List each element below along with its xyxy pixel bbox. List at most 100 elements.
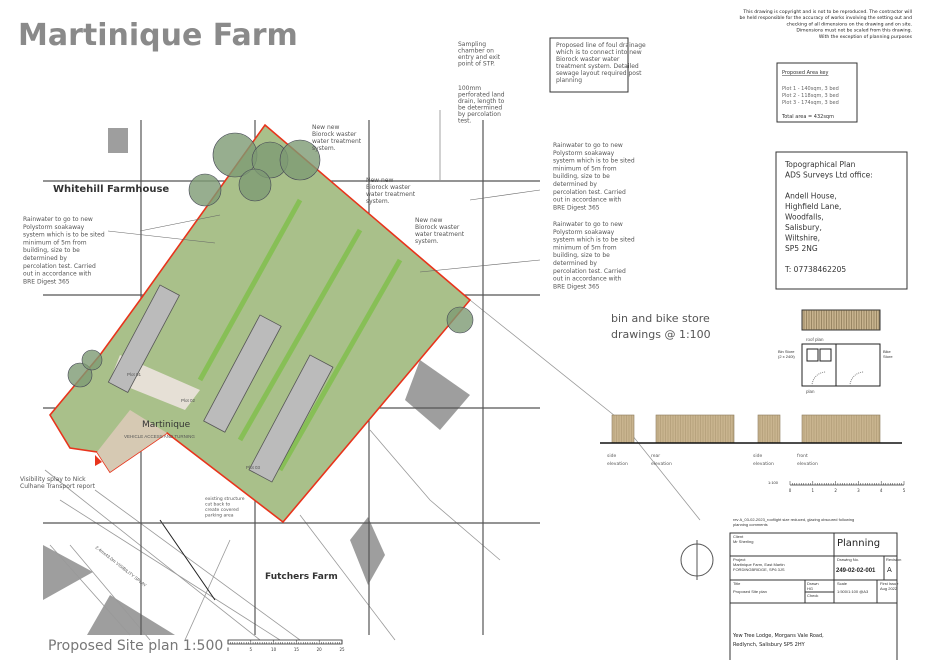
elevation-label: side (753, 453, 762, 459)
scale-tick-label: 20 (317, 647, 323, 652)
bin-store-label: Bin Store (778, 349, 795, 354)
label-plot3: Plot 03 (246, 465, 261, 470)
note-rainwater-west: determined by (23, 255, 67, 262)
elevation-label: front (797, 453, 808, 459)
note-rainwater-east-1: minimum of 5m from (553, 165, 617, 172)
title-value: Proposed Site plan (733, 589, 767, 594)
site-plan-caption: Proposed Site plan 1:500 (48, 638, 223, 654)
title-block-frame (729, 532, 898, 660)
project-line-1: Martinique Farm, East Martin (733, 562, 785, 567)
plan-label: plan (806, 389, 815, 394)
leader-line (419, 259, 541, 273)
note-land-drain: 100mm (458, 85, 481, 92)
copyright-line: With the exception of planning purposes (819, 34, 913, 40)
area-total: Total area = 432sqm (781, 114, 834, 120)
project-label: Project (733, 557, 746, 562)
elevation-2: side elevation (753, 414, 781, 467)
scale-tick-label: 0 (789, 488, 792, 493)
scale-tick-label: 2 (834, 488, 837, 493)
elevation-label: elevation (651, 461, 672, 467)
note-rainwater-west: Rainwater to go to new (23, 216, 93, 223)
note-sampling-chamber: point of STP. (458, 61, 495, 68)
elevation-label: side (607, 453, 616, 459)
copyright-line: checking of all dimensions on the drawin… (786, 21, 912, 27)
client-value: Mr Sherling (733, 539, 753, 544)
note-land-drain: drain, length to (458, 98, 505, 105)
note-foul-drainage: which is to connect into new (556, 49, 642, 56)
note-rainwater-east-1: out in accordance with (553, 197, 622, 204)
proposed-buildings (107, 284, 334, 483)
note-rainwater-east-2: out in accordance with (553, 276, 622, 283)
first-issue-label: First Issue (880, 581, 899, 586)
note-rainwater-west: Polystorm soakaway (23, 224, 85, 231)
note-sampling-chamber: Sampling (458, 41, 486, 48)
survey-line: SP5 2NG (785, 244, 818, 253)
note-rainwater-east-2: BRE Digest 365 (553, 283, 600, 290)
address-line-2: Redlynch, Salisbury SP5 2HY (733, 642, 806, 648)
area-plot-3: Plot 3 - 174sqm, 3 bed (782, 100, 839, 106)
note-biorock-3: New new (415, 217, 442, 224)
note-rainwater-west: minimum of 5m from (23, 239, 87, 246)
note-rainwater-east-1: determined by (553, 181, 597, 188)
note-rainwater-east-1: system which is to be sited (553, 158, 635, 165)
note-rainwater-west: system which is to be sited (23, 232, 105, 239)
note-sampling-chamber: entry and exit (458, 54, 501, 61)
note-rainwater-west: BRE Digest 365 (23, 278, 70, 285)
note-biorock-3: system. (415, 238, 439, 245)
elevation-label: rear (651, 453, 660, 459)
access-drive (97, 410, 167, 472)
trees (67, 132, 474, 388)
scale-label: Scale (837, 581, 848, 586)
note-existing-structure: existing structure (205, 496, 245, 502)
scale-tick-label: 5 (903, 488, 906, 493)
bin-store-capacity: (2 x 240l) (778, 354, 795, 359)
copyright-line: be held responsible for the accuracy of … (740, 15, 913, 21)
roof-plan-label: roof plan (806, 337, 824, 342)
survey-line: Wiltshire, (785, 234, 820, 243)
note-existing-structure: cut back to (205, 502, 230, 508)
note-biorock-3: water treatment (415, 231, 465, 238)
elevation-label: elevation (753, 461, 774, 467)
status-label: Planning (837, 538, 880, 549)
note-visibility-splay: Visibility splay to Nick (20, 476, 86, 483)
drawing-no-label: Drawing No. (837, 557, 859, 562)
label-martinique: Martinique (142, 420, 191, 430)
note-rainwater-east-2: system which is to be sited (553, 237, 635, 244)
leader-line (469, 189, 541, 201)
roof-plan (801, 309, 881, 331)
note-existing-structure: create covered (205, 507, 239, 513)
elevation-label: elevation (797, 461, 818, 467)
note-rainwater-east-2: percolation test. Carried (553, 268, 626, 275)
note-rainwater-west: building, size to be (23, 247, 80, 254)
survey-box (775, 151, 908, 290)
note-biorock-2: Biorock waster (366, 184, 411, 191)
copyright-line: Dimensions must not be scaled from this … (796, 28, 912, 34)
bike-store-label-1: Bike (883, 349, 892, 354)
note-rainwater-east-1: BRE Digest 365 (553, 204, 600, 211)
label-plot2: Plot 02 (181, 398, 196, 403)
drawing-title: Martinique Farm (18, 18, 298, 53)
note-rainwater-east-1: percolation test. Carried (553, 189, 626, 196)
scale-tick-label: 1 (812, 488, 815, 493)
note-rainwater-east-2: building, size to be (553, 252, 610, 259)
note-biorock-2: system. (366, 198, 390, 205)
client-label: Client (733, 534, 744, 539)
note-land-drain: perforated land (458, 92, 505, 99)
note-rainwater-west: out in accordance with (23, 271, 92, 278)
label-vehicle-access: VEHICLE ACCESS AND TURNING (124, 434, 195, 439)
survey-line: Salisbury, (785, 223, 822, 232)
drawing-no-value: 249-02-02-001 (836, 568, 876, 574)
survey-line: Andell House, (785, 192, 837, 201)
note-rainwater-east-2: minimum of 5m from (553, 244, 617, 251)
elevation-1: rear elevation (651, 414, 735, 467)
note-foul-drainage: Biorock waster water (556, 56, 620, 63)
area-key-heading: Proposed Area key (782, 70, 828, 76)
note-rainwater-east-1: Polystorm soakaway (553, 150, 615, 157)
note-existing-structure: parking area (205, 513, 234, 519)
project-line-2: FORDINGBRIDGE, SP6 3JS (733, 567, 785, 572)
note-visibility-splay: Culhane Transport report (20, 483, 96, 490)
